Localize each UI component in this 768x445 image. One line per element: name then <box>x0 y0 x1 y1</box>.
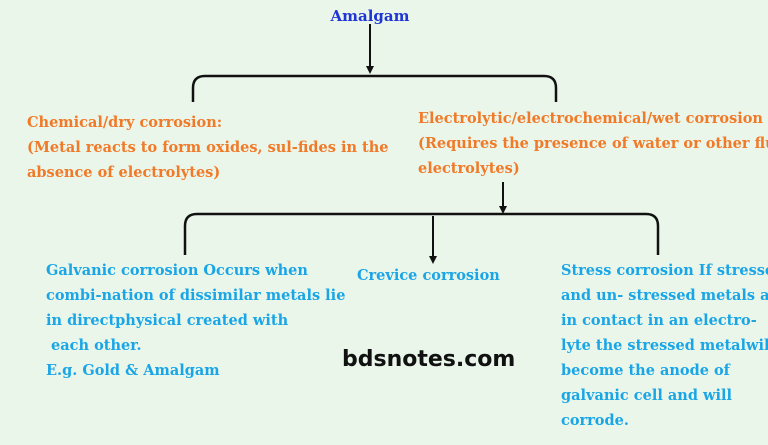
electrolytic-corrosion-line: (Requires the presence of water or other… <box>418 135 768 152</box>
galvanic-corrosion-line: each other. <box>46 337 142 354</box>
stress-corrosion-line: Stress corrosion If stressed <box>561 262 768 279</box>
electrolytic-corrosion-title: Electrolytic/electrochemical/wet corrosi… <box>418 110 763 127</box>
chemical-corrosion-node: Chemical/dry corrosion: (Metal reacts to… <box>27 110 389 185</box>
watermark-text: bdsnotes.com <box>342 347 516 372</box>
stress-corrosion-line: corrode. <box>561 412 629 429</box>
stress-corrosion-line: in contact in an electro- <box>561 312 757 329</box>
crevice-corrosion-node: Crevice corrosion <box>357 267 500 284</box>
electrolytic-corrosion-node: Electrolytic/electrochemical/wet corrosi… <box>418 106 768 181</box>
stress-corrosion-node: Stress corrosion If stressed and un- str… <box>561 258 768 433</box>
electrolytic-corrosion-line: electrolytes) <box>418 160 520 177</box>
stress-corrosion-line: and un- stressed metals are <box>561 287 768 304</box>
chemical-corrosion-line: (Metal reacts to form oxides, sul-fides … <box>27 139 389 156</box>
chemical-corrosion-line: absence of electrolytes) <box>27 164 221 181</box>
level2-bracket <box>183 212 660 255</box>
galvanic-corrosion-node: Galvanic corrosion Occurs when combi-nat… <box>46 258 345 383</box>
stress-corrosion-line: lyte the stressed metalwill <box>561 337 768 354</box>
stress-corrosion-line: galvanic cell and will <box>561 387 733 404</box>
root-node: Amalgam <box>330 7 410 25</box>
galvanic-corrosion-line: E.g. Gold & Amalgam <box>46 362 220 379</box>
level1-bracket <box>191 74 558 102</box>
galvanic-corrosion-line: Galvanic corrosion Occurs when <box>46 262 308 279</box>
stress-corrosion-line: become the anode of <box>561 362 730 379</box>
galvanic-corrosion-line: combi-nation of dissimilar metals lie <box>46 287 346 304</box>
galvanic-corrosion-line: in directphysical created with <box>46 312 289 329</box>
chemical-corrosion-title: Chemical/dry corrosion: <box>27 114 223 131</box>
